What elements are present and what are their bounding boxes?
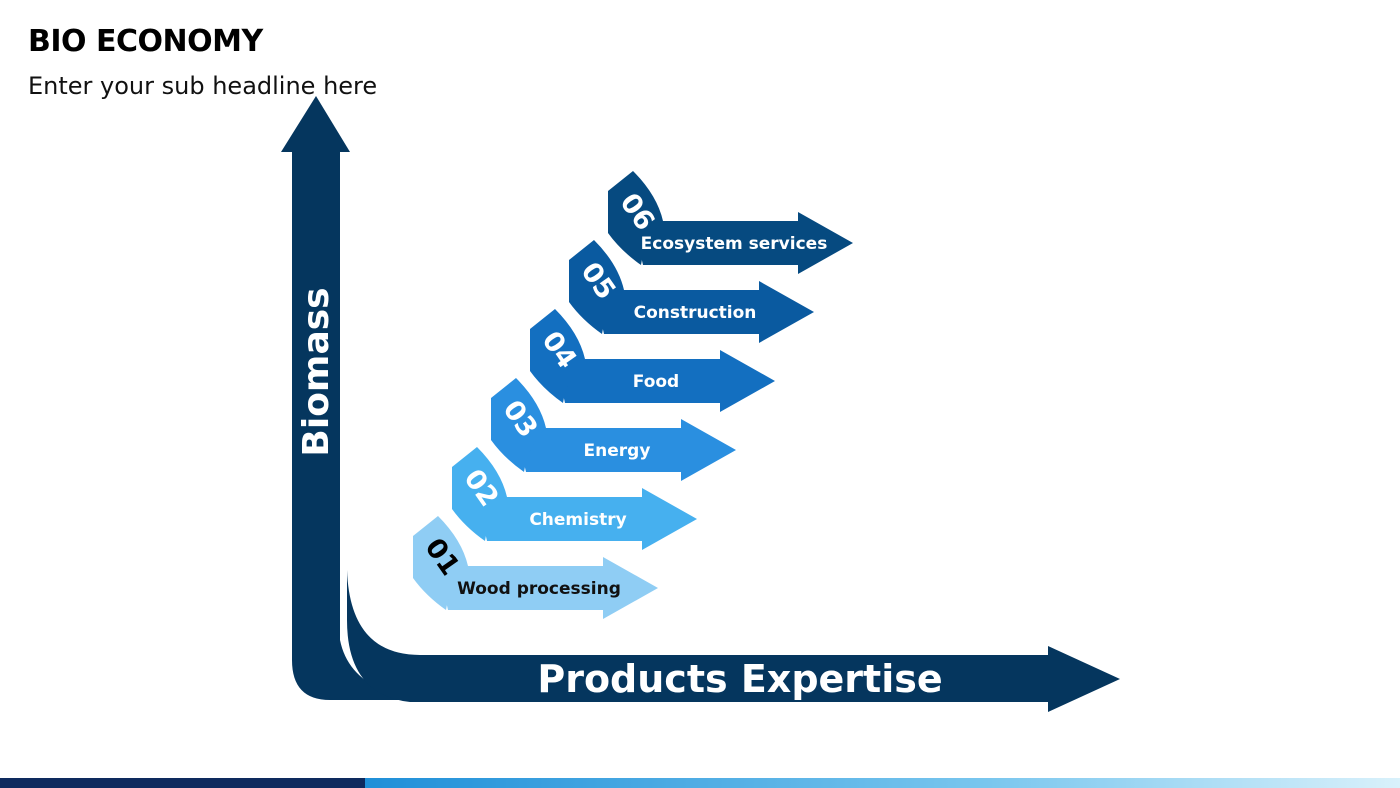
step-number-tab bbox=[569, 240, 624, 334]
horizontal-axis-shaft bbox=[347, 570, 1050, 702]
step-arrow bbox=[555, 350, 775, 412]
step-arrow bbox=[477, 488, 697, 550]
step-number-tab bbox=[452, 447, 507, 541]
vertical-axis-arrowhead bbox=[281, 96, 350, 152]
step-number-tab bbox=[491, 378, 546, 472]
vertical-axis-arrow: Biomass bbox=[281, 96, 420, 700]
footer-bar-gradient bbox=[365, 778, 1400, 788]
vertical-axis-label: Biomass bbox=[296, 287, 337, 456]
step-label: Ecosystem services bbox=[641, 234, 828, 254]
step-arrow bbox=[633, 212, 853, 274]
horizontal-axis-arrow: Products Expertise bbox=[347, 570, 1120, 712]
step-arrow bbox=[594, 281, 814, 343]
step-number-tab bbox=[530, 309, 585, 403]
step-number-tab bbox=[608, 171, 663, 265]
horizontal-axis-arrowhead bbox=[1048, 646, 1120, 712]
vertical-axis-shaft bbox=[292, 152, 420, 700]
footer-bar bbox=[0, 778, 1400, 788]
horizontal-axis-label: Products Expertise bbox=[537, 657, 942, 701]
slide-title: BIO ECONOMY bbox=[28, 24, 263, 59]
step-label: Energy bbox=[584, 441, 651, 461]
footer-bar-dark bbox=[0, 778, 365, 788]
step-arrow bbox=[438, 557, 658, 619]
step-number-tab bbox=[413, 516, 468, 610]
step-label: Construction bbox=[634, 303, 757, 323]
slide-subtitle: Enter your sub headline here bbox=[28, 72, 378, 100]
step-label: Food bbox=[633, 372, 679, 392]
step-label: Wood processing bbox=[457, 579, 621, 599]
step-label: Chemistry bbox=[529, 510, 626, 530]
step-arrow bbox=[516, 419, 736, 481]
